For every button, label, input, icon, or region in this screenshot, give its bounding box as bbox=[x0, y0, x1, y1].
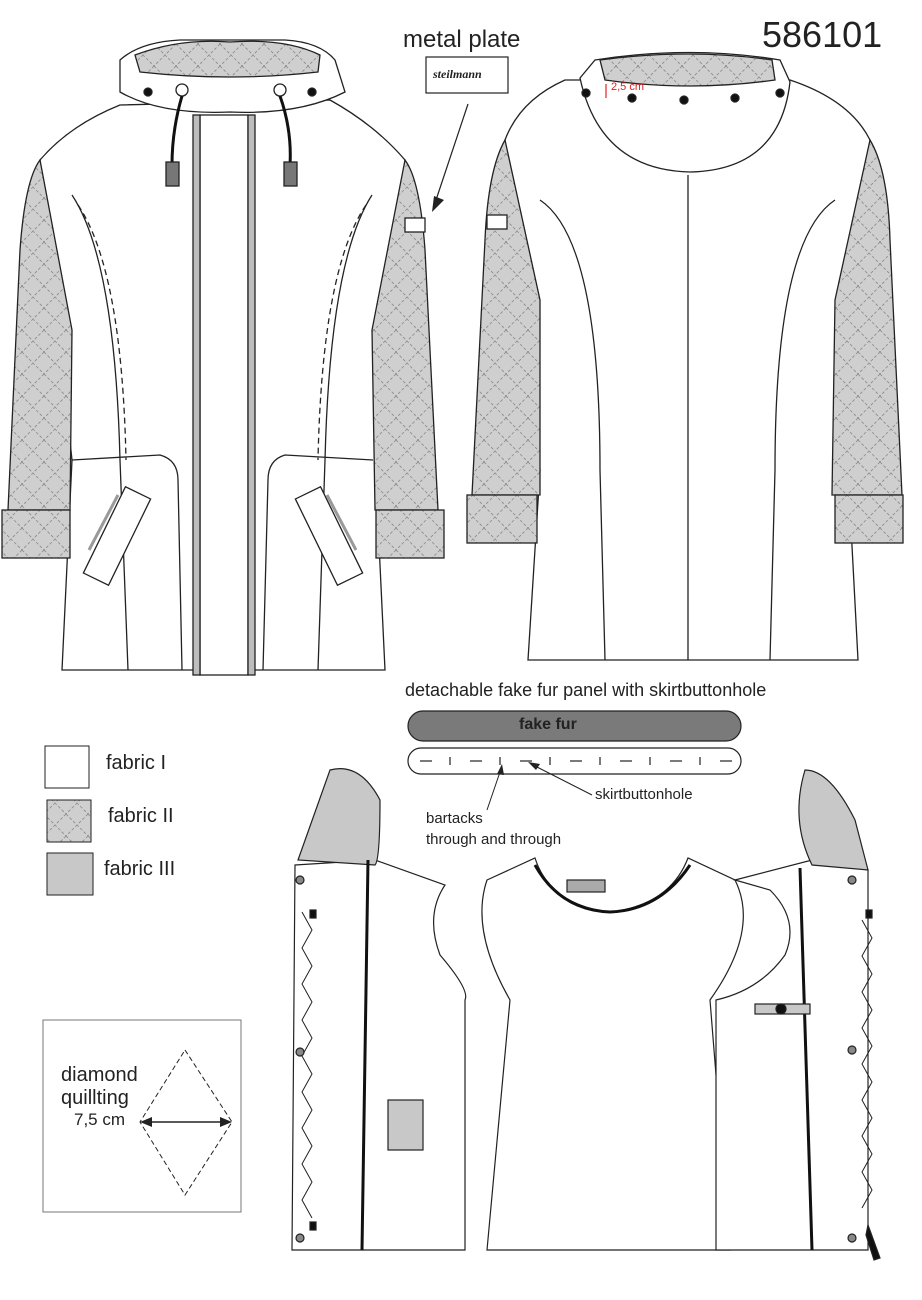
front-welt-right bbox=[294, 485, 364, 587]
cord-stopper-right bbox=[283, 161, 298, 187]
lining-back bbox=[481, 857, 744, 1251]
quilting-detail bbox=[42, 1019, 242, 1213]
fake-fur-label: fake fur bbox=[519, 716, 577, 733]
legend bbox=[44, 745, 94, 896]
lining-inner-pocket bbox=[387, 1099, 424, 1151]
front-stitch-left bbox=[77, 204, 127, 461]
lining-right-front bbox=[715, 859, 869, 1251]
cord-stopper-left bbox=[165, 161, 180, 187]
collar-dimension-label: 2,5 cm bbox=[611, 81, 645, 93]
front-pocket-right bbox=[262, 454, 374, 671]
back-hood-quilt bbox=[599, 53, 776, 87]
legend-fabric-3: fabric III bbox=[104, 858, 176, 880]
swatch-fabric-3 bbox=[46, 852, 94, 896]
front-sleeve-plate bbox=[404, 217, 426, 233]
skirtbuttonhole-label: skirtbuttonhole bbox=[595, 786, 693, 803]
swatch-fabric-2 bbox=[46, 799, 92, 843]
back-view bbox=[466, 51, 904, 661]
front-right-cuff bbox=[375, 509, 445, 559]
quilting-label-1: diamond bbox=[61, 1064, 138, 1086]
lining-right-collar bbox=[798, 769, 869, 871]
model-number: 586101 bbox=[762, 14, 883, 55]
front-seam-right bbox=[317, 194, 373, 671]
legend-fabric-1: fabric I bbox=[106, 752, 167, 774]
quilting-label-2: quillting bbox=[61, 1087, 129, 1109]
back-right-cuff bbox=[834, 494, 904, 544]
bartacks-detail-label: through and through bbox=[426, 831, 562, 848]
quilting-size: 7,5 cm bbox=[74, 1110, 126, 1129]
lining-view bbox=[291, 768, 881, 1261]
lining-left-front bbox=[291, 859, 467, 1251]
lining-left-collar bbox=[297, 768, 381, 866]
front-zip-left bbox=[192, 114, 201, 676]
metal-plate-label: metal plate bbox=[403, 26, 521, 53]
front-placket bbox=[199, 114, 249, 676]
metal-plate-tag bbox=[425, 56, 509, 94]
fur-panel-title: detachable fake fur panel with skirtbutt… bbox=[405, 680, 767, 700]
fur-panel bbox=[407, 710, 742, 811]
bartacks-label: bartacks bbox=[426, 810, 483, 827]
lining-neck bbox=[533, 864, 692, 914]
brand-label: steilmann bbox=[433, 67, 482, 81]
swatch-fabric-1 bbox=[44, 745, 90, 789]
fake-fur-strip bbox=[407, 710, 742, 742]
front-hood-inner bbox=[134, 40, 321, 78]
legend-fabric-2: fabric II bbox=[108, 805, 174, 827]
front-pocket-left bbox=[71, 454, 183, 671]
front-welt-left bbox=[82, 485, 152, 587]
front-view bbox=[1, 39, 445, 676]
front-seam-left bbox=[71, 194, 129, 671]
back-sleeve-plate bbox=[486, 214, 508, 230]
back-left-cuff bbox=[466, 494, 538, 544]
front-stitch-right bbox=[317, 204, 367, 461]
front-left-cuff bbox=[1, 509, 71, 559]
front-zip-right bbox=[247, 114, 256, 676]
